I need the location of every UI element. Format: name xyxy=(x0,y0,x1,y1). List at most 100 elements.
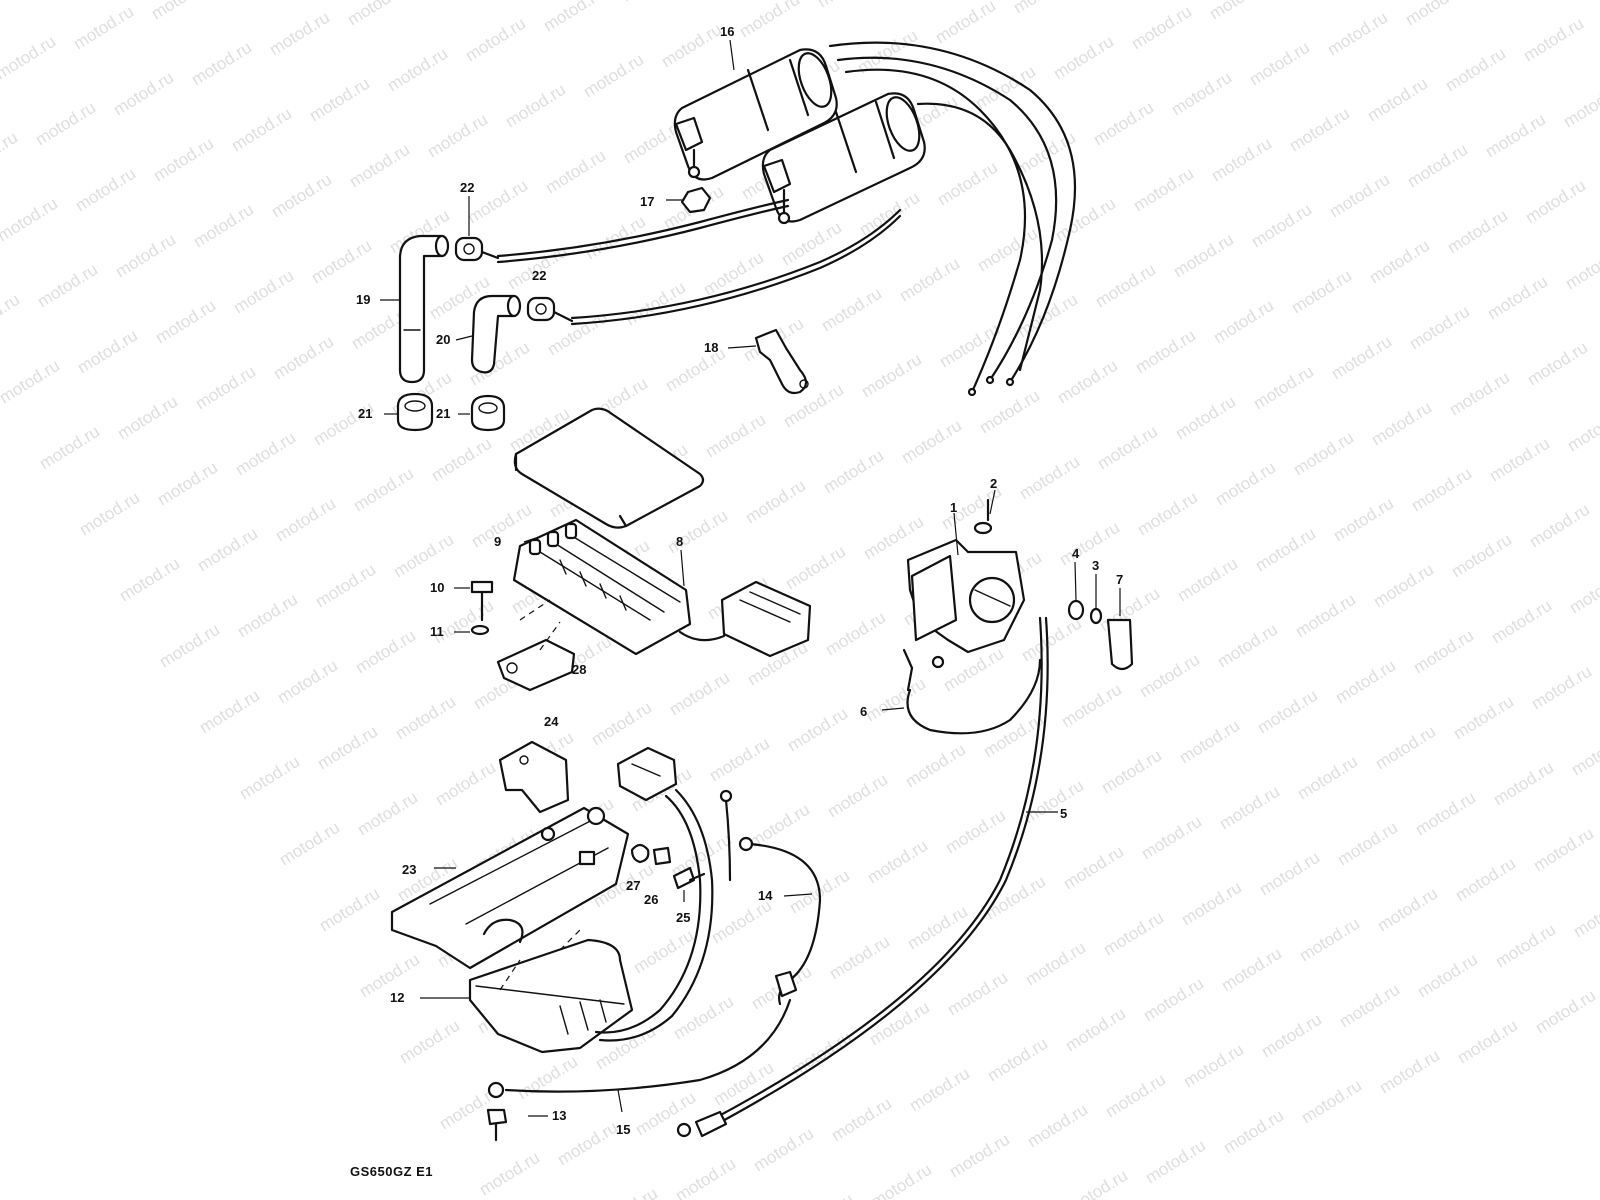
watermark-text-294: motod.ru xyxy=(1336,980,1403,1032)
watermark-text-228: motod.ru xyxy=(708,896,775,948)
watermark-text-135: motod.ru xyxy=(352,626,419,678)
watermark-text-87: motod.ru xyxy=(1168,68,1235,120)
watermark-text-11: motod.ru xyxy=(188,38,255,90)
watermark-text-187: motod.ru xyxy=(1524,338,1591,390)
watermark-text-251: motod.ru xyxy=(1216,782,1283,834)
watermark-text-291: motod.ru xyxy=(1102,1070,1169,1122)
watermark-text-136: motod.ru xyxy=(430,596,497,648)
watermark-text-134: motod.ru xyxy=(274,656,341,708)
watermark-text-167: motod.ru xyxy=(1406,302,1473,354)
watermark-text-221: motod.ru xyxy=(1448,530,1515,582)
watermark-text-288: motod.ru xyxy=(868,1160,935,1200)
watermark-text-253: motod.ru xyxy=(1372,722,1439,774)
watermark-text-185: motod.ru xyxy=(1368,398,1435,450)
watermark-text-93: motod.ru xyxy=(116,554,183,606)
watermark-text-34: motod.ru xyxy=(502,80,569,132)
watermark-text-95: motod.ru xyxy=(272,494,339,546)
watermark-text-25: motod.ru xyxy=(618,0,685,5)
callout-10: 10 xyxy=(430,580,444,595)
watermark-text-273: motod.ru xyxy=(594,1184,661,1200)
watermark-text-172: motod.ru xyxy=(354,788,421,840)
watermark-text-126: motod.ru xyxy=(1170,230,1237,282)
watermark-text-178: motod.ru xyxy=(822,608,889,660)
watermark-text-21: motod.ru xyxy=(306,74,373,126)
watermark-text-267: motod.ru xyxy=(1256,848,1323,900)
watermark-text-283: motod.ru xyxy=(1374,884,1441,936)
watermark-text-62: motod.ru xyxy=(582,212,649,264)
diagram-code: GS650GZ E1 xyxy=(350,1164,433,1179)
watermark-text-265: motod.ru xyxy=(1100,908,1167,960)
watermark-text-106: motod.ru xyxy=(1130,164,1197,216)
watermark-text-5: motod.ru xyxy=(148,0,215,23)
watermark-text-3: motod.ru xyxy=(0,32,59,84)
callout-8: 8 xyxy=(676,534,683,549)
watermark-text-129: motod.ru xyxy=(1404,140,1471,192)
watermark-text-115: motod.ru xyxy=(312,560,379,612)
watermark-text-110: motod.ru xyxy=(1442,44,1509,96)
watermark-text-214: motod.ru xyxy=(902,740,969,792)
watermark-text-123: motod.ru xyxy=(936,320,1003,372)
watermark-text-103: motod.ru xyxy=(896,254,963,306)
callout-4: 4 xyxy=(1072,546,1080,561)
watermark-text-113: motod.ru xyxy=(156,620,223,672)
watermark-text-149: motod.ru xyxy=(1444,206,1511,258)
watermark-text-153: motod.ru xyxy=(314,722,381,774)
watermark-text-235: motod.ru xyxy=(1254,686,1321,738)
watermark-text-69: motod.ru xyxy=(1128,2,1195,54)
watermark-text-12: motod.ru xyxy=(266,8,333,60)
watermark-text-114: motod.ru xyxy=(234,590,301,642)
watermark-text-250: motod.ru xyxy=(1138,812,1205,864)
watermark-text-217: motod.ru xyxy=(1136,650,1203,702)
watermark-text-269: motod.ru xyxy=(1412,788,1479,840)
watermark-text-4: motod.ru xyxy=(70,2,137,54)
watermark-text-183: motod.ru xyxy=(1212,458,1279,510)
watermark-text-258: motod.ru xyxy=(554,1118,621,1170)
watermark-text-300: motod.ru xyxy=(1142,1136,1209,1188)
watermark-text-112: motod.ru xyxy=(1598,0,1600,35)
watermark-text-181: motod.ru xyxy=(1056,518,1123,570)
watermark-text-105: motod.ru xyxy=(1052,194,1119,246)
watermark-text-13: motod.ru xyxy=(344,0,411,29)
watermark-text-20: motod.ru xyxy=(228,104,295,156)
watermark-text-277: motod.ru xyxy=(906,1064,973,1116)
watermark-text-239: motod.ru xyxy=(1566,566,1600,618)
watermark-text-90: motod.ru xyxy=(1402,0,1469,29)
callout-labels: 1 2 3 4 5 6 7 8 9 10 11 12 13 14 15 16 1… xyxy=(356,24,1123,1137)
callout-22-top: 22 xyxy=(460,180,474,195)
callout-7: 7 xyxy=(1116,572,1123,587)
watermark-text-299: motod.ru xyxy=(1064,1166,1131,1200)
watermark-text-196: motod.ru xyxy=(862,674,929,726)
watermark-text-279: motod.ru xyxy=(1062,1004,1129,1056)
watermark-text-44: motod.ru xyxy=(308,236,375,288)
watermark-text-37: motod.ru xyxy=(736,0,803,41)
watermark-text-56: motod.ru xyxy=(114,392,181,444)
watermark-text-147: motod.ru xyxy=(1288,266,1355,318)
watermark-text-28: motod.ru xyxy=(34,260,101,312)
ignition-coil-2 xyxy=(761,92,926,225)
watermark-text-231: motod.ru xyxy=(942,806,1009,858)
watermark-text-86: motod.ru xyxy=(1090,98,1157,150)
watermark-text-22: motod.ru xyxy=(384,44,451,96)
callout-1: 1 xyxy=(950,500,957,515)
watermark-text-202: motod.ru xyxy=(1330,494,1397,546)
watermark-text-254: motod.ru xyxy=(1450,692,1517,744)
watermark-text-305: motod.ru xyxy=(1532,986,1599,1038)
callout-5: 5 xyxy=(1060,806,1067,821)
watermark-text-257: motod.ru xyxy=(476,1148,543,1200)
watermark-text-74: motod.ru xyxy=(154,458,221,510)
watermark-text-27: motod.ru xyxy=(0,290,23,342)
watermark-text-19: motod.ru xyxy=(150,134,217,186)
watermark-text-198: motod.ru xyxy=(1018,614,1085,666)
watermark-text-55: motod.ru xyxy=(36,422,103,474)
callout-23: 23 xyxy=(402,862,416,877)
watermark-text-169: motod.ru xyxy=(1562,242,1600,294)
watermark-text-144: motod.ru xyxy=(1054,356,1121,408)
watermark-text-194: motod.ru xyxy=(706,734,773,786)
watermark-text-24: motod.ru xyxy=(540,0,607,35)
watermark-text-173: motod.ru xyxy=(432,758,499,810)
watermark-text-219: motod.ru xyxy=(1292,590,1359,642)
watermark-text-42: motod.ru xyxy=(152,296,219,348)
watermark-text-203: motod.ru xyxy=(1408,464,1475,516)
watermark-text-213: motod.ru xyxy=(824,770,891,822)
watermark-text-68: motod.ru xyxy=(1050,32,1117,84)
